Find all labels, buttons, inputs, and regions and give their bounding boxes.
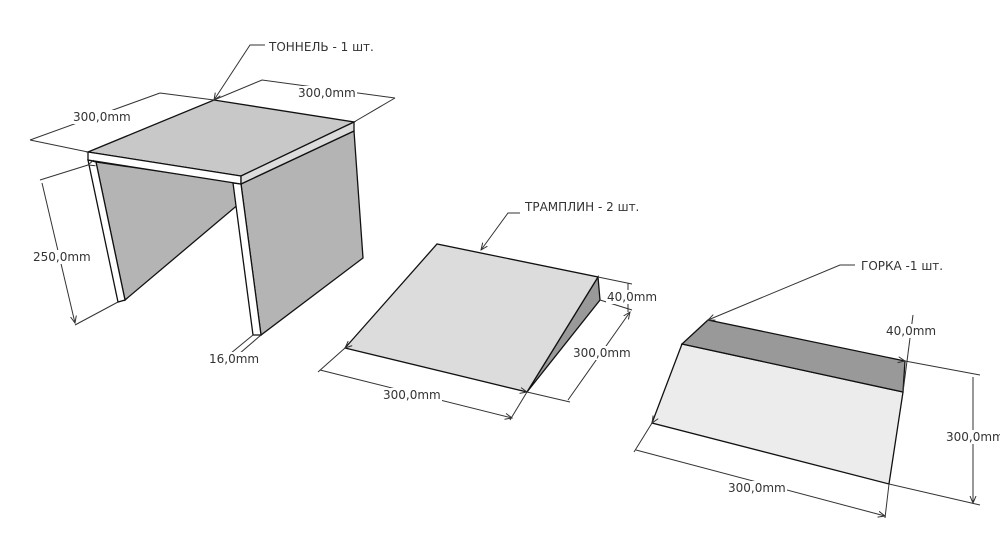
slide-title: ГОРКА -1 шт. <box>860 259 945 273</box>
slide-height-label: 300,0mm <box>945 430 1000 444</box>
slide-width-label: 300,0mm <box>727 481 787 495</box>
tunnel-model <box>85 99 364 337</box>
tunnel-depth-label: 300,0mm <box>297 86 357 100</box>
tunnel-height-label: 250,0mm <box>32 250 92 264</box>
ramp-depth-label: 300,0mm <box>572 346 632 360</box>
slide-model <box>651 319 906 485</box>
ramp-width-label: 300,0mm <box>382 388 442 402</box>
ramp-top <box>343 243 600 393</box>
slide-dimensions <box>633 264 980 518</box>
ramp-title: ТРАМПЛИН - 2 шт. <box>524 200 641 214</box>
slide-thickness-label: 40,0mm <box>885 324 938 338</box>
tunnel-title: ТОННЕЛЬ - 1 шт. <box>268 40 375 54</box>
ramp-height-label: 40,0mm <box>606 290 659 304</box>
ramp-model <box>343 243 601 393</box>
tunnel-width-label: 300,0mm <box>72 110 132 124</box>
tunnel-thickness-label: 16,0mm <box>208 352 261 366</box>
tunnel-side-edge <box>240 120 355 186</box>
